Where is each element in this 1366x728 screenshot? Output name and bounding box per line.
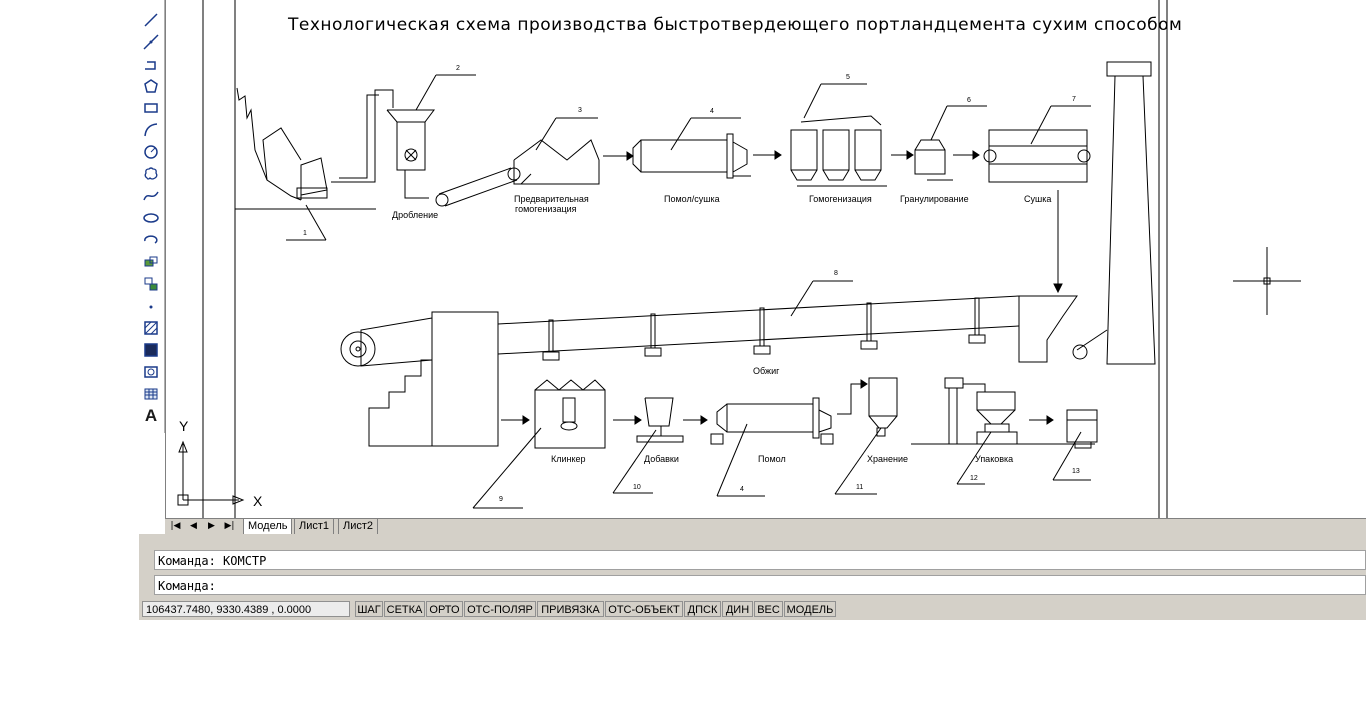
diagram-title: Технологическая схема производства быстр… [288, 15, 1183, 35]
label-prehomogenization-2: гомогенизация [515, 204, 577, 214]
tab-model[interactable]: Модель [243, 519, 293, 535]
snap-toggle[interactable]: ШАГ [355, 601, 383, 617]
first-tab-button[interactable]: |◀ [170, 521, 181, 531]
ellipse-icon[interactable] [142, 209, 160, 227]
callout-1: 1 [303, 230, 307, 237]
callout-8: 8 [834, 270, 838, 277]
draw-toolbar: A [139, 0, 165, 433]
gradient-icon[interactable] [142, 341, 160, 359]
label-granulation: Гранулирование [900, 194, 969, 204]
grid-toggle[interactable]: СЕТКА [384, 601, 425, 617]
callout-13: 13 [1072, 468, 1080, 475]
label-homogenization: Гомогенизация [809, 194, 872, 204]
callout-10: 10 [633, 484, 641, 491]
flow-diagram [177, 0, 1301, 518]
line-icon[interactable] [142, 11, 160, 29]
callout-4: 4 [710, 108, 714, 115]
callout-9: 9 [499, 496, 503, 503]
command-input[interactable]: Команда: [154, 575, 1366, 595]
ucs-y-label: Y [179, 418, 189, 434]
arc-icon[interactable] [142, 121, 160, 139]
label-grinding: Помол [758, 454, 786, 464]
dyn-toggle[interactable]: ДИН [722, 601, 753, 617]
toolbar-gap [139, 433, 165, 518]
layout-tab-bar: |◀ ◀ ▶ ▶| Модель Лист1 Лист2 [165, 518, 1366, 535]
status-bar: 106437.7480, 9330.4389 , 0.0000 ШАГ СЕТК… [139, 598, 1366, 620]
tab-sheet2[interactable]: Лист2 [338, 519, 379, 535]
coordinate-readout: 106437.7480, 9330.4389 , 0.0000 [142, 601, 350, 617]
polar-tracking-toggle[interactable]: ОТС-ПОЛЯР [464, 601, 536, 617]
ellipse-arc-icon[interactable] [142, 231, 160, 249]
command-window: Команда: КОМСТР Команда: [139, 534, 1366, 598]
callout-11: 11 [856, 484, 864, 491]
tab-sheet1[interactable]: Лист1 [294, 519, 335, 535]
spline-icon[interactable] [142, 187, 160, 205]
polyline-icon[interactable] [142, 55, 160, 73]
callout-4b: 4 [740, 486, 744, 493]
label-drying: Сушка [1024, 194, 1052, 204]
make-block-icon[interactable] [142, 275, 160, 293]
region-icon[interactable] [142, 363, 160, 381]
label-clinker: Клинкер [551, 454, 586, 464]
callout-3: 3 [578, 107, 582, 114]
table-icon[interactable] [142, 385, 160, 403]
ducs-toggle[interactable]: ДПСК [684, 601, 721, 617]
label-storage: Хранение [867, 454, 908, 464]
callout-2: 2 [456, 65, 460, 72]
prev-tab-button[interactable]: ◀ [190, 521, 197, 531]
insert-block-icon[interactable] [142, 253, 160, 271]
object-tracking-toggle[interactable]: ОТС-ОБЪЕКТ [605, 601, 683, 617]
lineweight-toggle[interactable]: ВЕС [754, 601, 783, 617]
circle-icon[interactable] [142, 143, 160, 161]
ortho-toggle[interactable]: ОРТО [426, 601, 463, 617]
model-space-toggle[interactable]: МОДЕЛЬ [784, 601, 836, 617]
construction-line-icon[interactable] [142, 33, 160, 51]
point-icon[interactable] [142, 297, 160, 315]
callout-6: 6 [967, 97, 971, 104]
label-grind-dry: Помол/сушка [664, 194, 720, 204]
revision-cloud-icon[interactable] [142, 165, 160, 183]
last-tab-button[interactable]: ▶| [224, 521, 235, 531]
callout-12: 12 [970, 475, 978, 482]
rectangle-icon[interactable] [142, 99, 160, 117]
next-tab-button[interactable]: ▶ [208, 521, 215, 531]
label-packing: Упаковка [975, 454, 1014, 464]
hatch-icon[interactable] [142, 319, 160, 337]
label-firing: Обжиг [753, 366, 780, 376]
label-additives: Добавки [644, 454, 679, 464]
text-tool-button[interactable]: A [144, 406, 158, 425]
object-snap-toggle[interactable]: ПРИВЯЗКА [537, 601, 604, 617]
ucs-x-label: X [253, 493, 263, 509]
label-prehomogenization-1: Предварительная [514, 194, 589, 204]
callout-7: 7 [1072, 96, 1076, 103]
command-history: Команда: КОМСТР [154, 550, 1366, 570]
label-crushing: Дробление [392, 210, 439, 220]
model-space-canvas[interactable]: Технологическая схема производства быстр… [165, 0, 1366, 518]
callout-5: 5 [846, 74, 850, 81]
polygon-icon[interactable] [142, 77, 160, 95]
